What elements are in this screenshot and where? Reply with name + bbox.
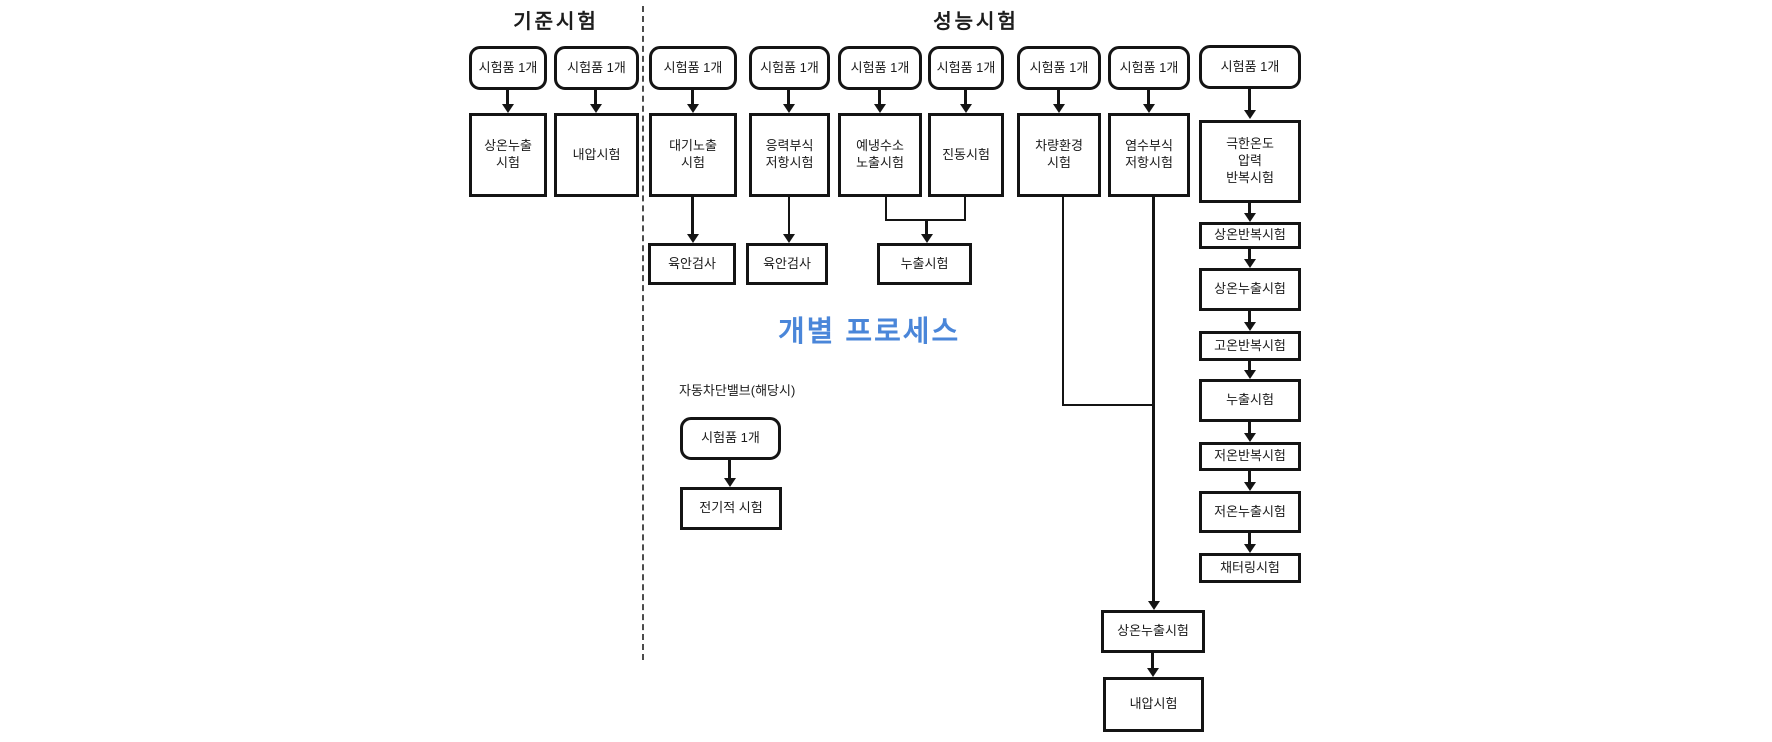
test-box-bottom-pressure-proof: 내압시험	[1103, 677, 1204, 732]
specimen-box-col1: 시험품 1개	[469, 46, 547, 90]
specimen-box-col6: 시험품 1개	[928, 46, 1004, 90]
test-box-visual-inspection-1: 육안검사	[648, 243, 736, 285]
specimen-box-col4: 시험품 1개	[749, 46, 830, 90]
specimen-box-col5: 시험품 1개	[838, 46, 922, 90]
section-divider-dashed-line	[642, 6, 644, 660]
arrow-down-col4-followup	[788, 197, 790, 234]
section-title-standard-test: 기준시험	[513, 11, 599, 33]
test-box-pressure-proof: 내압시험	[554, 113, 639, 197]
arrow-chain-4	[1248, 361, 1251, 370]
arrow-down-bottom-chain	[1151, 653, 1154, 668]
test-box-ambient-leak: 상온누출 시험	[469, 113, 547, 197]
arrow-down-auto-valve	[728, 460, 731, 478]
section-title-performance-test: 성능시험	[933, 11, 1019, 33]
test-box-bottom-ambient-leak: 상온누출시험	[1101, 610, 1205, 653]
arrow-chain-2	[1248, 249, 1251, 259]
merge-line-horizontal	[885, 219, 966, 221]
test-box-chain-leak: 누출시험	[1199, 379, 1301, 422]
test-box-stress-corrosion: 응력부식 저항시험	[749, 113, 830, 197]
arrow-down-col5	[878, 90, 881, 104]
connector-col7-vertical	[1062, 197, 1064, 406]
test-box-leak-merged: 누출시험	[877, 243, 972, 285]
arrow-chain-6	[1248, 471, 1251, 482]
arrow-down-col1	[506, 90, 509, 104]
test-box-low-temp-cycle: 저온반복시험	[1199, 442, 1301, 471]
connector-col7-horizontal	[1062, 404, 1155, 406]
test-box-high-temp-cycle: 고온반복시험	[1199, 331, 1301, 361]
arrow-chain-5	[1248, 422, 1251, 433]
arrow-chain-7	[1248, 533, 1251, 544]
merge-line-right-stub	[964, 197, 966, 221]
test-box-visual-inspection-2: 육안검사	[746, 243, 828, 285]
specimen-box-col9: 시험품 1개	[1199, 45, 1301, 89]
test-box-electrical: 전기적 시험	[680, 487, 782, 530]
test-box-precooled-hydrogen: 예냉수소 노출시험	[838, 113, 922, 197]
test-box-chain-ambient-leak: 상온누출시험	[1199, 268, 1301, 311]
test-box-vibration: 진동시험	[928, 113, 1004, 197]
test-box-atmospheric-exposure: 대기노출 시험	[649, 113, 737, 197]
specimen-box-col7: 시험품 1개	[1017, 46, 1101, 90]
individual-process-label: 개별 프로세스	[778, 316, 961, 348]
arrow-down-col3	[691, 90, 694, 104]
test-box-salt-corrosion: 염수부식 저항시험	[1108, 113, 1190, 197]
specimen-box-col2: 시험품 1개	[554, 46, 639, 90]
arrow-down-col9	[1248, 89, 1251, 110]
specimen-box-auto-valve: 시험품 1개	[680, 417, 781, 460]
test-box-vehicle-environment: 차량환경 시험	[1017, 113, 1101, 197]
merge-line-left-stub	[885, 197, 887, 221]
arrow-down-col4	[787, 90, 790, 104]
specimen-box-col3: 시험품 1개	[649, 46, 737, 90]
arrow-down-merge-leak	[925, 221, 928, 234]
arrow-chain-3	[1248, 311, 1251, 322]
test-box-ambient-cycle: 상온반복시험	[1199, 222, 1301, 249]
arrow-down-col3-followup	[691, 197, 694, 234]
specimen-box-col8: 시험품 1개	[1108, 46, 1190, 90]
arrow-down-col2	[594, 90, 597, 104]
arrow-down-col8	[1147, 90, 1150, 104]
auto-shutoff-valve-note: 자동차단밸브(해당시)	[679, 383, 796, 398]
arrow-down-col7	[1057, 90, 1060, 104]
connector-col8-to-bottom-chain	[1152, 197, 1155, 601]
test-box-low-temp-leak: 저온누출시험	[1199, 491, 1301, 533]
test-box-extreme-temp-pressure-cycle: 극한온도 압력 반복시험	[1199, 120, 1301, 203]
arrow-down-col6	[964, 90, 967, 104]
arrow-chain-1	[1248, 203, 1251, 213]
test-box-chattering: 채터링시험	[1199, 553, 1301, 583]
